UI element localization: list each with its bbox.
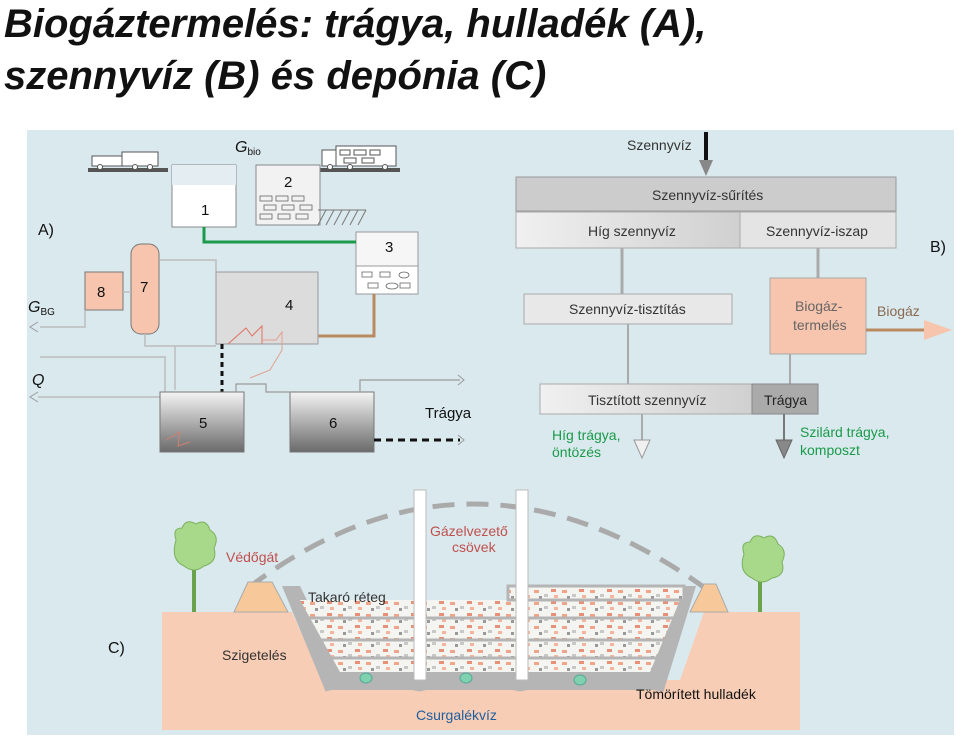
box-8 [84,271,124,311]
insulation-label: Szigetelés [222,647,287,663]
thin-ww-label: Híg szennyvíz [588,223,676,239]
ww-input-arrowhead [699,160,713,176]
sludge-label: Szennyvíz-iszap [766,223,868,239]
box-2-label: 2 [284,174,292,191]
tank-6-label: 6 [329,415,337,432]
green-pipe [202,227,356,244]
title-line-1: Biogáztermelés: trágya, hulladék (A), [4,2,707,46]
tank-5 [159,391,245,453]
thickening-label: Szennyvíz-sűrítés [652,187,763,203]
drain-pipe-label: Csurgalékvíz [416,707,497,723]
treatment-box [523,293,733,325]
top-waste-block [506,584,686,602]
biogas-prod-line1: Biogáz- [795,298,843,314]
compacted-waste [300,600,680,672]
embankment-label: Védőgát [226,549,278,565]
section-a-label: A) [38,222,54,239]
sludge-box [739,211,897,249]
q-label: Q [32,372,44,389]
box-3-label: 3 [385,239,393,256]
tragya-out-label: Trágya [425,405,472,422]
arrow-left-gbg [29,321,39,333]
solid-manure-line1: Szilárd trágya, [800,424,889,440]
biogas-arrowhead [924,320,952,340]
biogas-prod-line2: termelés [793,317,847,333]
biogas-prod-box [769,277,867,355]
truck-right-icon [321,145,397,170]
thickening-bar [515,176,897,212]
box-7-label: 7 [140,279,148,296]
gas-pipe-right [515,489,529,681]
manure-label: Trágya [764,392,807,408]
thin-ww-box [515,211,741,249]
embankment-left [233,581,289,613]
gas-lines [40,259,217,392]
box-2-waste [259,195,313,220]
liquid-manure-line2: öntözés [552,444,601,460]
treatment-label: Szennyvíz-tisztítás [569,301,686,317]
tank-5-label: 5 [199,415,207,432]
box-8-label: 8 [97,284,105,301]
heating-coil [227,324,263,345]
solid-arrowhead [775,439,793,460]
arrow-right-top [457,374,465,386]
drain-pipe-2 [459,672,473,684]
box-2 [255,164,321,226]
box-3-bottom [355,265,419,295]
heating-coil-2 [249,330,283,379]
truck-left-icon [91,151,159,170]
tree-left-icon [173,521,217,612]
biogas-label: Biogáz [877,303,920,319]
cover-layer-label: Takaró réteg [308,589,386,605]
brown-pipe-a [318,294,376,338]
liquid-manure-line1: Híg trágya, [552,427,620,443]
gas-pipes-line2: csövek [452,539,497,555]
dome-cover [246,501,707,591]
soil [162,612,800,730]
box-1-label: 1 [201,202,209,219]
box-4 [215,271,319,345]
drain-pipe-3 [573,674,587,686]
gas-pipes-line1: Gázelvezető [430,523,508,539]
tree-right-icon [741,535,785,612]
ww-input-label: Szennyvíz [627,137,692,153]
drain-pipe-1 [359,672,373,684]
g-bio-label: Gbio [235,139,261,158]
shredder-hatch [317,209,367,226]
compacted-waste-label: Tömörített hulladék [636,686,757,702]
solid-manure-line2: komposzt [800,442,860,458]
arrow-left-q [29,391,39,403]
liquid-arrowhead [633,439,651,460]
manure-box [751,383,819,415]
title-line-2: szennyvíz (B) és depónia (C) [4,54,547,98]
g-bg-label: GBG [28,299,55,318]
gas-pipe-left [413,489,427,681]
tank-6 [289,391,375,453]
treated-label: Tisztított szennyvíz [588,392,707,408]
section-c-label: C) [108,640,125,657]
embankment-right [689,583,729,613]
section-b-label: B) [930,239,946,256]
box-4-label: 4 [285,297,293,314]
